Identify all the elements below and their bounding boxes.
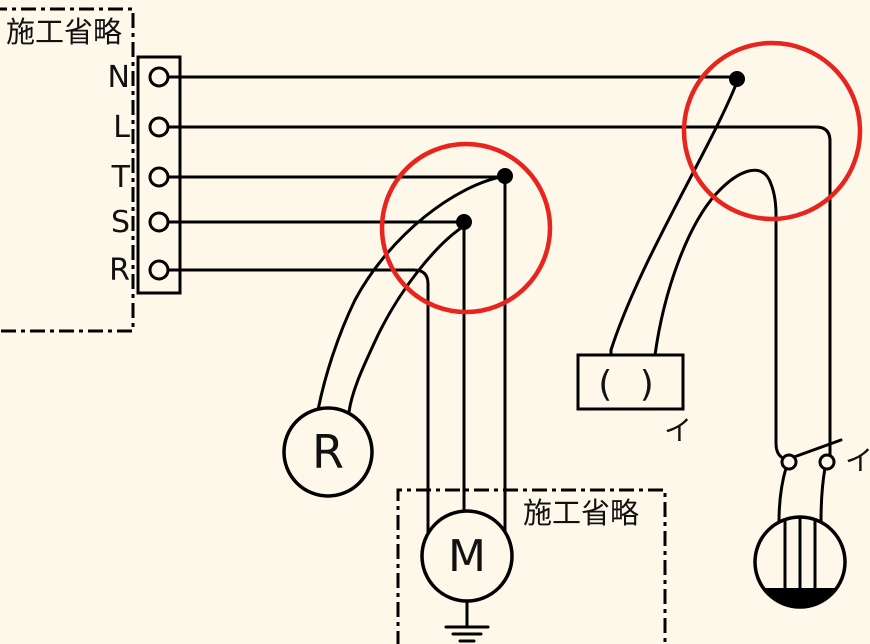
- highlight-rings: [379, 40, 863, 315]
- wire-R: [166, 268, 430, 536]
- terminal-label-T: T: [111, 160, 131, 195]
- motor-label: M: [448, 531, 486, 582]
- highlight-ring-left: [379, 141, 553, 315]
- lamp-receptacle-circle: [282, 406, 374, 498]
- motor-omitted-label: 施工省略: [523, 496, 639, 530]
- terminal-N: [148, 66, 170, 88]
- terminal-L: [148, 116, 170, 138]
- wire-junction-to-lamp-outer: [316, 174, 507, 412]
- switch-circuit-label: イ: [845, 444, 870, 477]
- lamp-receptacle-symbol: R: [282, 406, 374, 498]
- terminal-S: [148, 211, 170, 233]
- motor-omitted-box: 施工省略: [396, 488, 667, 644]
- box-device-symbol: ( ) イ: [576, 353, 692, 447]
- switch-symbol: イ: [780, 438, 870, 477]
- wire-switch-to-fan-left: [777, 466, 788, 524]
- ground-icon: [444, 599, 490, 643]
- motor-omitted-box-border: [396, 488, 667, 644]
- box-device-label: ( ): [598, 364, 662, 405]
- terminal-label-S: S: [111, 205, 130, 240]
- terminal-block-terminals: N L T S R: [108, 60, 170, 288]
- lamp-receptacle-label: R: [312, 425, 344, 479]
- source-omitted-label: 施工省略: [6, 15, 122, 49]
- terminal-T: [148, 166, 170, 188]
- motor-symbol: M: [420, 509, 514, 643]
- fan-filled-segment: [763, 588, 837, 607]
- source-omitted-box-border: [0, 7, 135, 333]
- box-device-circuit-label: イ: [664, 414, 692, 447]
- switch-contact-left: [780, 453, 798, 471]
- junction-dot-T: [497, 168, 513, 184]
- terminal-label-N: N: [108, 60, 130, 95]
- junction-dot-N: [729, 71, 745, 87]
- highlight-ring-right: [681, 40, 863, 222]
- junction-dots: [456, 71, 745, 230]
- junction-dot-S: [456, 214, 472, 230]
- wires: [166, 75, 832, 536]
- switch-lever: [792, 438, 843, 459]
- source-omitted-box: 施工省略: [0, 7, 135, 333]
- switch-contact-right: [818, 453, 836, 471]
- terminal-label-L: L: [113, 110, 130, 145]
- wire-L: [166, 125, 832, 457]
- wire-junction-to-lamp-inner: [347, 224, 466, 414]
- wire-junction-to-box-device: [609, 80, 739, 357]
- terminal-R: [148, 259, 170, 281]
- box-device-rect: [576, 353, 685, 411]
- terminal-label-R: R: [109, 253, 130, 288]
- wire-box-device-arch-to-switch: [653, 168, 785, 460]
- ventilation-fan-icon: [753, 515, 847, 609]
- wire-switch-to-fan-right: [819, 466, 827, 524]
